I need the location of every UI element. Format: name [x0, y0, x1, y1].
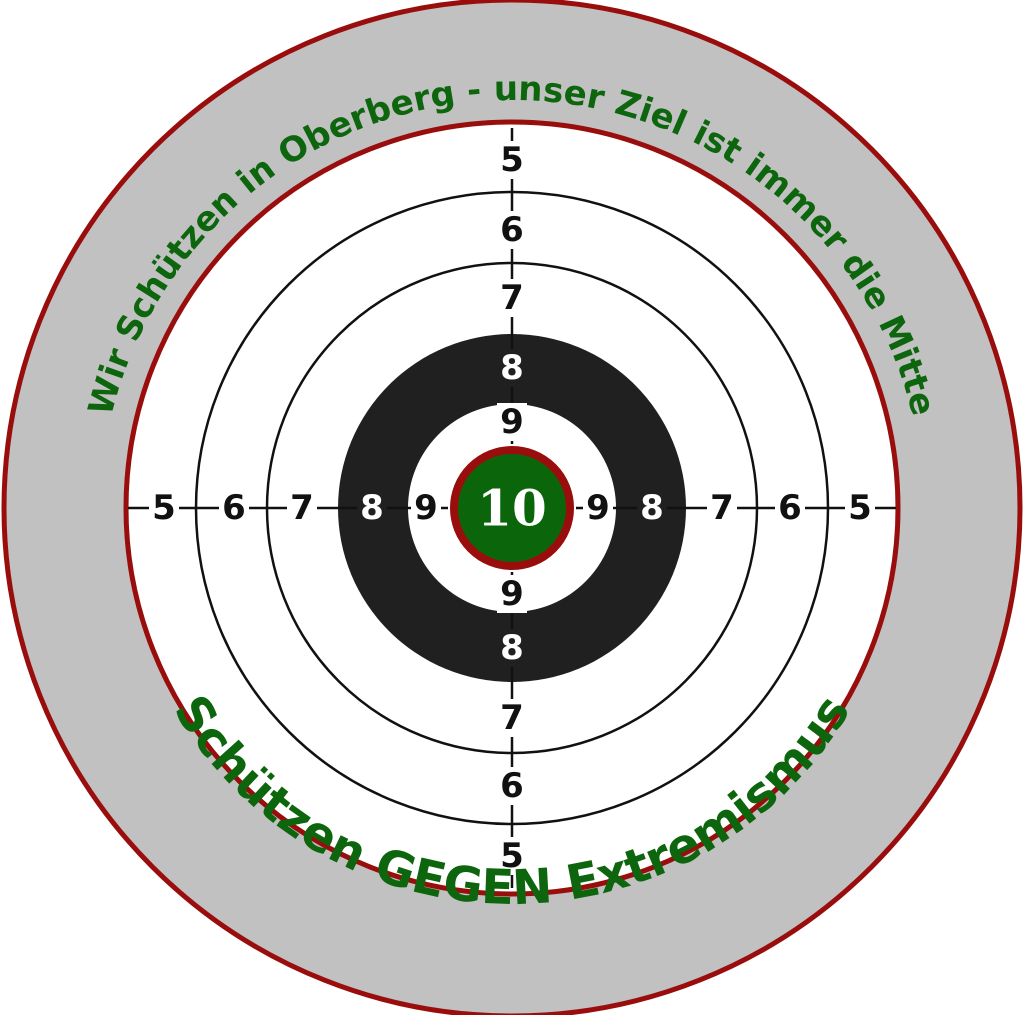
ring-label-plate [357, 489, 387, 527]
ring-label-plate [707, 489, 737, 527]
ring-label-plate [497, 767, 527, 805]
ring-label-plate [497, 403, 527, 441]
ring-label-8-left: 8 [360, 488, 384, 528]
ring-label-plate [497, 211, 527, 249]
ring-label-7-right: 7 [710, 488, 734, 528]
ring-label-plate [287, 489, 317, 527]
ring-label-plate [497, 699, 527, 737]
ring-label-9-top: 9 [500, 402, 524, 442]
ring-label-plate [497, 349, 527, 387]
bullseye-label: 10 [477, 479, 547, 538]
ring-label-plate [497, 575, 527, 613]
ring-label-5-left: 5 [152, 488, 176, 528]
ring-label-8-right: 8 [640, 488, 664, 528]
ring-label-9-right: 9 [586, 488, 610, 528]
ring-label-7-top: 7 [500, 278, 524, 318]
ring-label-plate [583, 489, 613, 527]
ring-label-plate [497, 837, 527, 875]
ring-label-plate [637, 489, 667, 527]
ring-label-plate [411, 489, 441, 527]
ring-label-plate [845, 489, 875, 527]
ring-label-8-bottom: 8 [500, 628, 524, 668]
ring-label-plate [497, 141, 527, 179]
ring-label-6-left: 6 [222, 488, 246, 528]
ring-label-plate [497, 629, 527, 667]
ring-label-7-bottom: 7 [500, 698, 524, 738]
ring-label-9-left: 9 [414, 488, 438, 528]
ring-label-8-top: 8 [500, 348, 524, 388]
ring-label-plate [497, 279, 527, 317]
ring-label-5-right: 5 [848, 488, 872, 528]
ring-label-5-bottom: 5 [500, 836, 524, 876]
ring-label-6-bottom: 6 [500, 766, 524, 806]
bullseye [450, 446, 574, 570]
ring-label-6-top: 6 [500, 210, 524, 250]
ring-label-plate [775, 489, 805, 527]
ring-label-plate [149, 489, 179, 527]
ring-label-plate [219, 489, 249, 527]
ring-label-9-bottom: 9 [500, 574, 524, 614]
ring-label-5-top: 5 [500, 140, 524, 180]
ring-label-6-right: 6 [778, 488, 802, 528]
ring-label-7-left: 7 [290, 488, 314, 528]
